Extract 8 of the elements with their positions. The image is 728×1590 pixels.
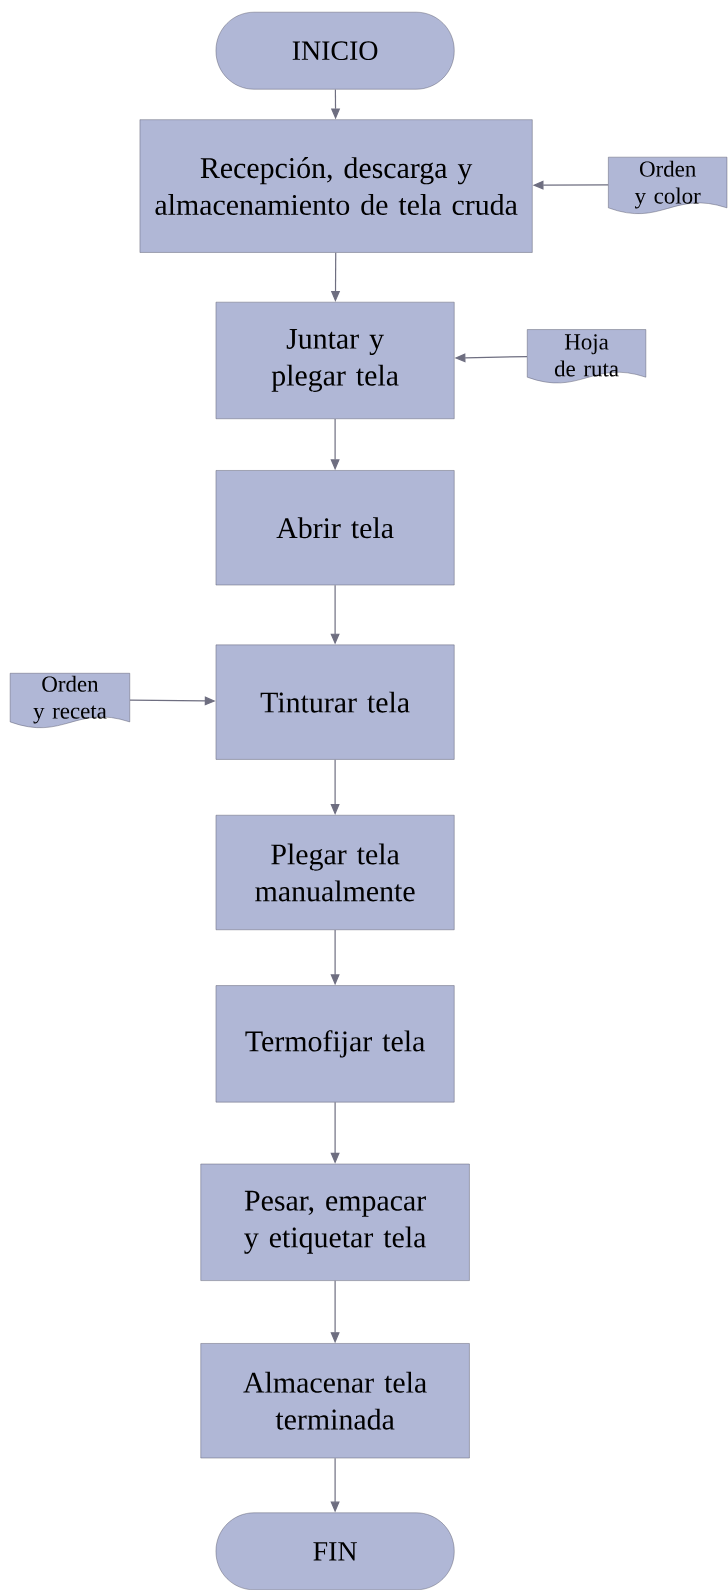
process-box: Pesar, empacar y etiquetar tela [200, 1163, 470, 1281]
process-box: Termofijar tela [215, 985, 455, 1103]
process-box: Plegar tela manualmente [215, 815, 455, 930]
process-box: Juntar y plegar tela [215, 301, 455, 419]
process-box: Abrir tela [215, 470, 455, 586]
process-box: Recepción, descarga y almacenamiento de tela cruda [139, 119, 533, 253]
process-box: Almacenar tela terminada [200, 1343, 470, 1459]
process-box: Tinturar tela [215, 644, 455, 760]
